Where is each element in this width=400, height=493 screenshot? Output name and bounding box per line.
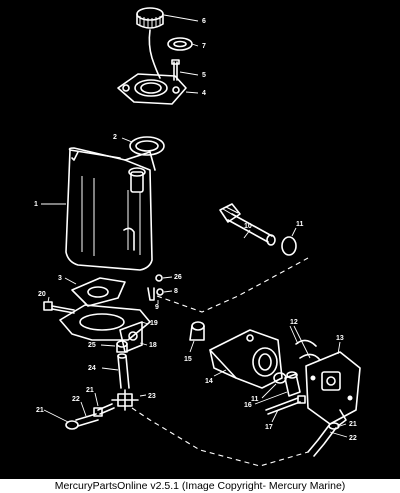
callout-13: 13 (336, 335, 344, 342)
pump-coupler (189, 321, 205, 341)
pump-housing (209, 329, 283, 389)
callout-22-right: 22 (349, 435, 357, 442)
callout-3: 3 (58, 275, 62, 282)
tank-seal (129, 136, 165, 156)
callout-20: 20 (38, 291, 46, 298)
fitting (116, 340, 128, 353)
callout-15: 15 (184, 356, 192, 363)
callout-19: 19 (150, 320, 158, 327)
callout-21-left: 21 (36, 407, 44, 414)
check-valve (93, 403, 115, 417)
small-screw (147, 274, 164, 301)
callout-14: 14 (205, 378, 213, 385)
o-ring-11-top (281, 236, 297, 256)
drive-shaft (219, 203, 276, 246)
hose-clamp (65, 413, 99, 430)
callout-24: 24 (88, 365, 96, 372)
bushing-16 (284, 371, 301, 397)
exploded-view-drawing: 6 7 5 4 2 1 10 11 3 26 8 9 20 19 18 25 2… (34, 7, 361, 467)
callout-21-right: 21 (349, 421, 357, 428)
hose-24 (117, 353, 130, 389)
pump-bolt (265, 395, 306, 415)
mount-grommet (71, 277, 126, 307)
callout-5: 5 (202, 72, 206, 79)
callout-labels: 6 7 5 4 2 1 10 11 3 26 8 9 20 19 18 25 2… (34, 18, 357, 442)
bracket-bolt (43, 301, 75, 314)
cap-gasket (167, 37, 193, 51)
callout-12: 12 (290, 319, 298, 326)
callout-8: 8 (174, 288, 178, 295)
callout-1: 1 (34, 201, 38, 208)
filler-cap (136, 7, 164, 79)
callout-10: 10 (244, 223, 252, 230)
filler-neck-plate (117, 73, 187, 105)
tank-bracket (59, 304, 151, 353)
callout-23: 23 (148, 393, 156, 400)
callout-9: 9 (155, 304, 159, 311)
image-caption: MercuryPartsOnline v2.5.1 (Image Copyrig… (0, 479, 400, 493)
callout-26: 26 (174, 274, 182, 281)
callout-7: 7 (202, 43, 206, 50)
oil-line (131, 257, 309, 467)
callout-25: 25 (88, 342, 96, 349)
callout-2: 2 (113, 134, 117, 141)
oil-tank (65, 147, 156, 271)
callout-17: 17 (265, 424, 273, 431)
callout-16: 16 (244, 402, 252, 409)
callout-21-mid: 21 (86, 387, 94, 394)
callout-4: 4 (202, 90, 206, 97)
callout-18: 18 (149, 342, 157, 349)
callout-11-top: 11 (296, 221, 304, 228)
tee-fitting (111, 389, 139, 411)
leader-lines (41, 14, 348, 438)
oil-pump (305, 351, 361, 427)
callout-6: 6 (202, 18, 206, 25)
callout-22-left: 22 (72, 396, 80, 403)
callout-11-mid: 11 (251, 396, 259, 403)
link-12 (295, 339, 321, 361)
pump-hose (307, 422, 340, 457)
